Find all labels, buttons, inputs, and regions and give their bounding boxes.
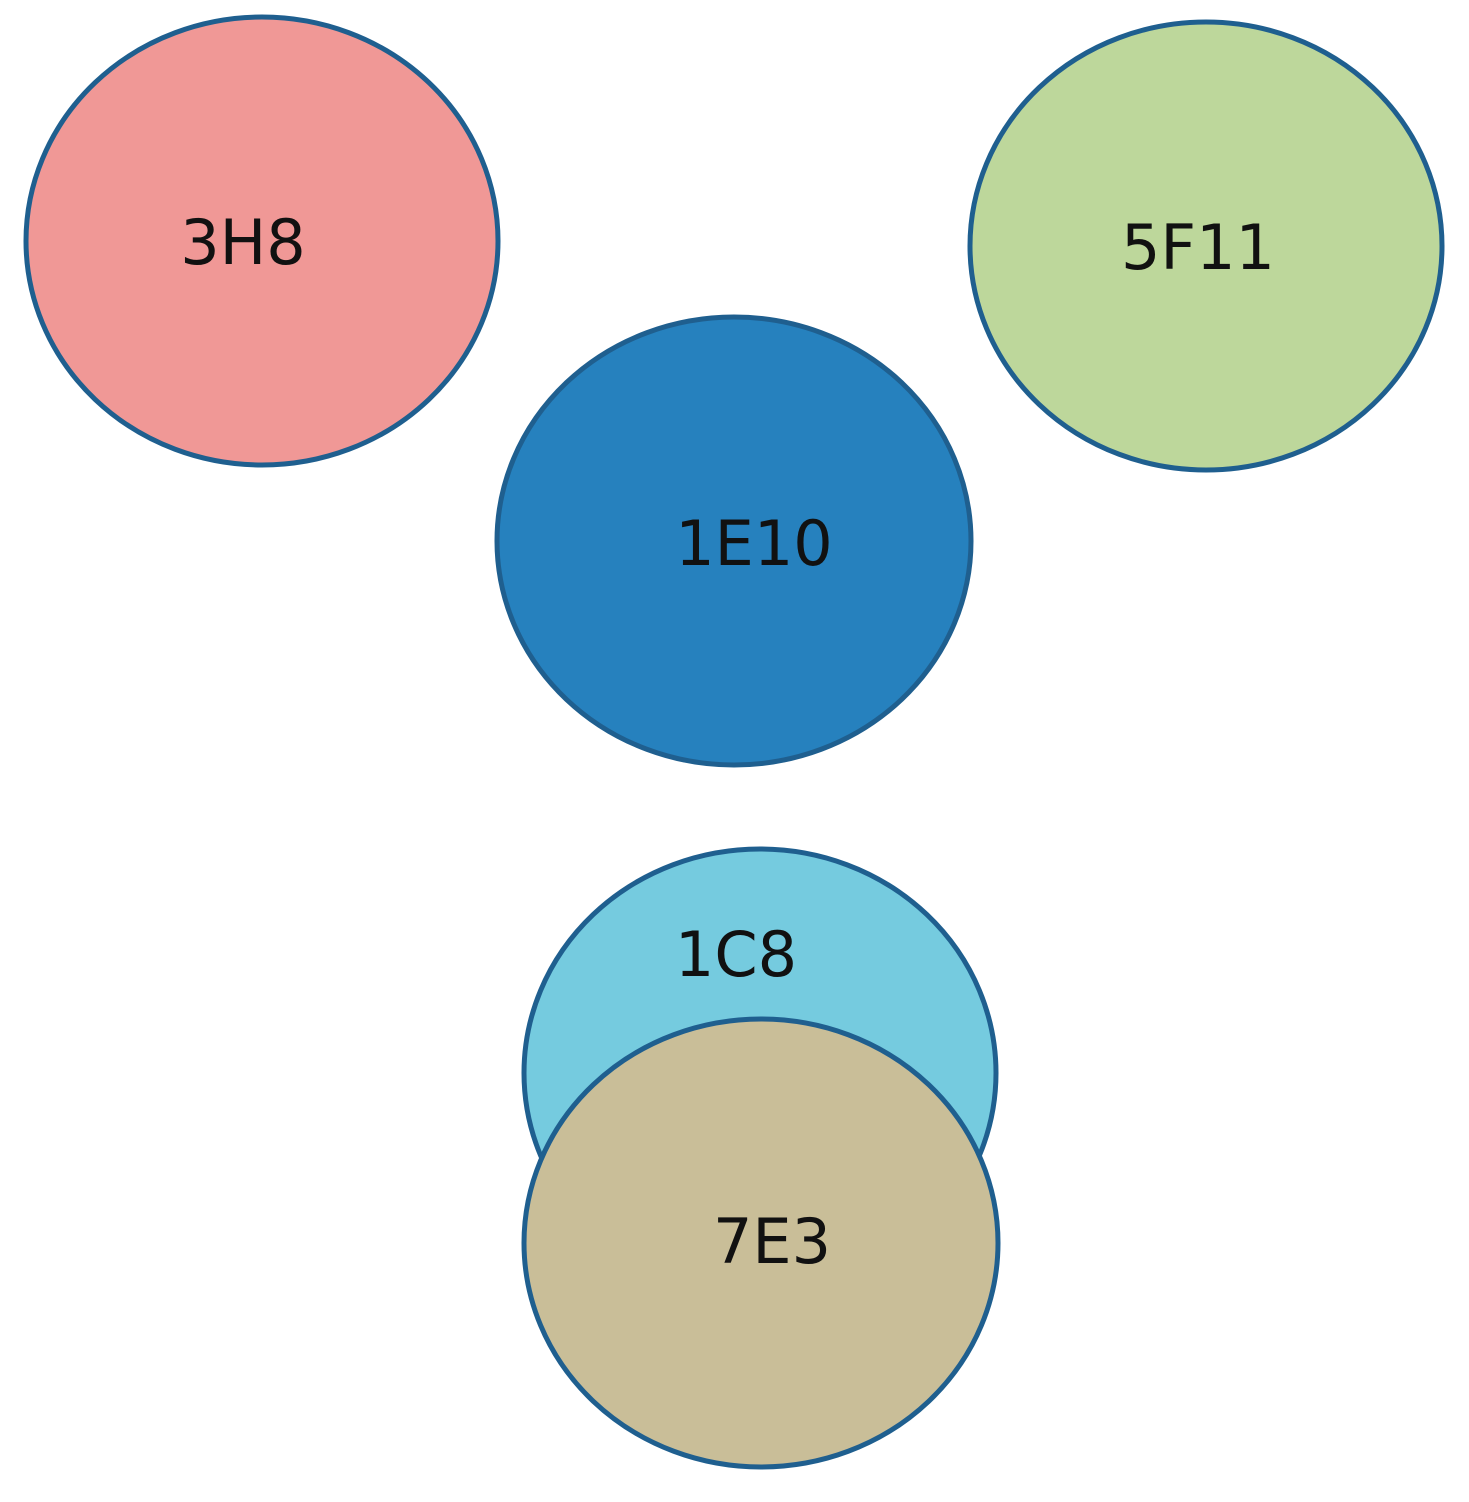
circle-label-5f11: 5F11: [1121, 211, 1275, 284]
circle-group-5f11: 5F11: [967, 19, 1445, 473]
circle-3h8: [23, 14, 501, 468]
circle-label-7e3: 7E3: [713, 1205, 831, 1278]
circle-7e3: [521, 1016, 1001, 1470]
circle-5f11: [967, 19, 1445, 473]
circle-group-3h8: 3H8: [23, 14, 501, 468]
circle-1e10: [494, 314, 974, 768]
circle-group-7e3: 7E3: [521, 1016, 1001, 1470]
circle-label-3h8: 3H8: [180, 206, 306, 279]
circle-label-1c8: 1C8: [675, 918, 797, 991]
circle-label-1e10: 1E10: [675, 507, 833, 580]
circle-group-1e10: 1E10: [494, 314, 974, 768]
